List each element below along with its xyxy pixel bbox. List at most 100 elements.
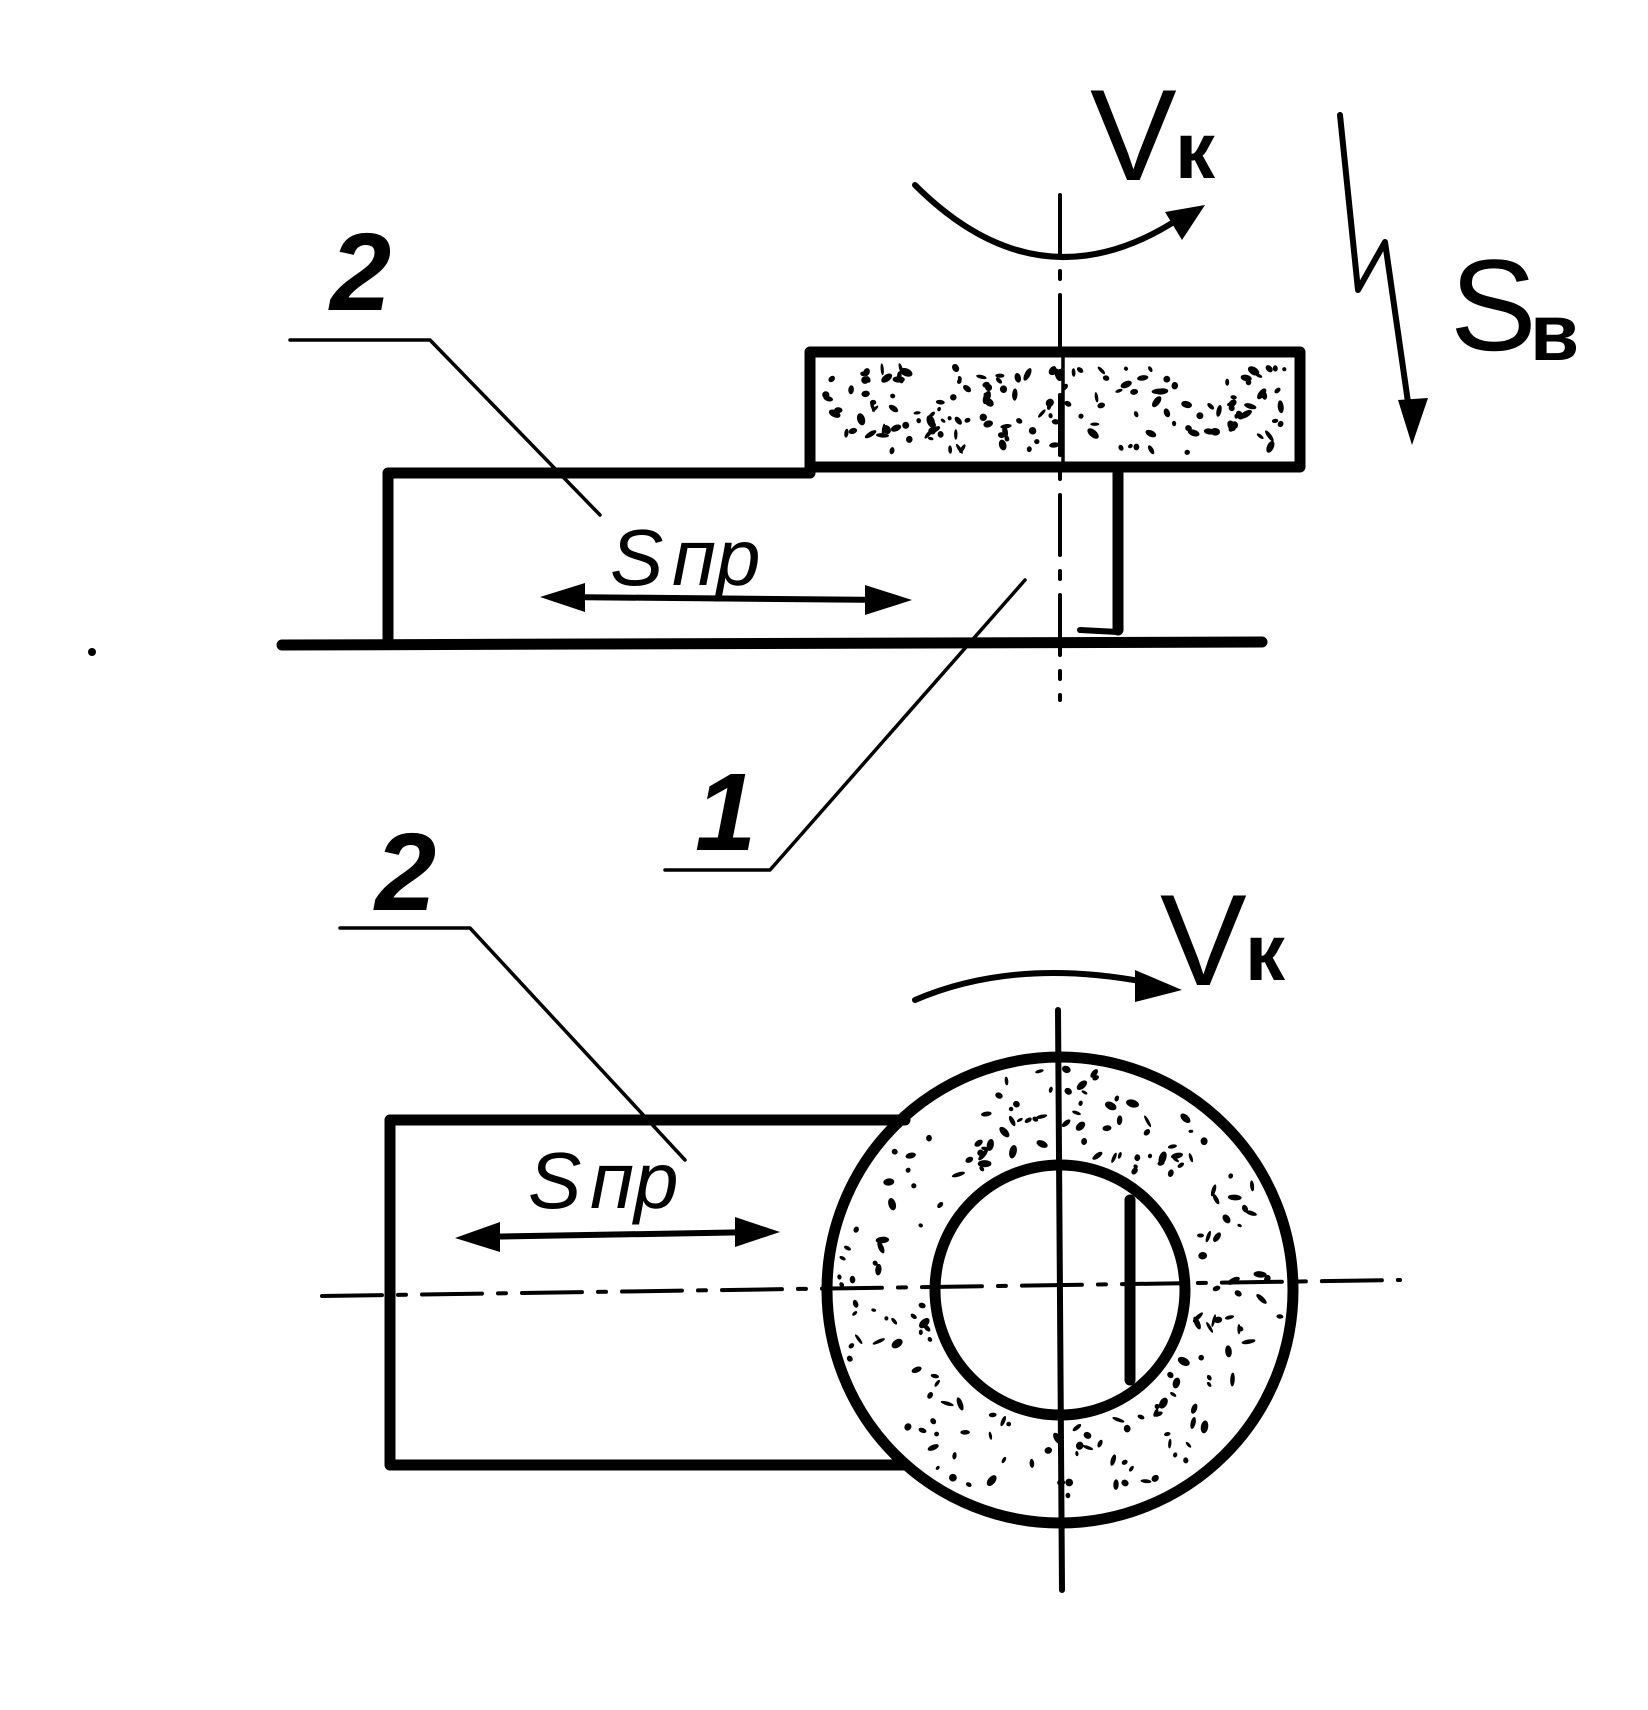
grain-speck [1061,1065,1071,1074]
grain-speck [1035,1069,1044,1074]
grain-speck [853,1226,859,1233]
grain-speck [1090,1069,1099,1078]
stray-dot [88,648,96,656]
grain-speck [926,415,936,428]
top-wheel-grain-texture [822,363,1287,455]
grain-speck [1123,366,1129,371]
grain-speck [1048,366,1057,375]
grain-speck [1227,402,1232,407]
grain-speck [860,371,866,377]
bottom-view: V к 2 S пр [320,811,1402,1593]
grain-speck [1008,1106,1014,1112]
grain-speck [979,1166,985,1172]
grain-speck [1163,375,1171,383]
grain-speck [905,1152,916,1159]
grain-speck [1158,1151,1167,1165]
grain-speck [904,1423,912,1431]
grain-speck [1083,1431,1092,1439]
grain-speck [1227,420,1236,432]
grain-speck [872,1260,878,1266]
grain-speck [934,1431,939,1437]
grain-speck [983,420,993,428]
grain-speck [1016,1117,1023,1123]
grain-speck [965,1156,974,1163]
grain-speck [1230,1372,1235,1387]
grain-speck [864,430,877,439]
grain-speck [937,431,944,438]
grain-speck [918,1427,927,1434]
grain-speck [956,1397,964,1411]
grain-speck [1158,1397,1168,1409]
top-part-2-leader [288,338,602,517]
grain-speck [1168,1438,1172,1449]
grain-speck [1131,1167,1138,1175]
grain-speck [1212,1285,1221,1292]
top-base-line [276,636,1268,651]
grain-speck [848,1343,855,1349]
grain-speck [852,1299,859,1308]
grain-speck [1102,1125,1112,1132]
grain-speck [891,1148,898,1155]
grain-speck [1253,1271,1267,1278]
grain-speck [947,416,952,421]
grain-speck [1190,1417,1196,1429]
grain-speck [1147,445,1155,455]
grain-speck [1028,427,1037,435]
grain-speck [1140,1479,1152,1484]
bottom-longitudinal-feed-symbol: S [528,1136,581,1225]
grain-speck [1265,430,1274,442]
top-longitudinal-feed-symbol: S [610,513,663,602]
grain-speck [1228,1173,1234,1179]
grain-speck [1148,366,1153,372]
grain-speck [1210,1184,1217,1197]
grain-speck [934,1379,940,1387]
grain-speck [1206,1322,1214,1333]
grain-speck [1173,1452,1178,1458]
grain-speck [1167,1371,1174,1379]
grain-speck [1133,411,1139,418]
grain-speck [1183,1457,1189,1464]
grain-speck [844,428,849,438]
grain-speck [982,381,990,388]
grain-speck [1029,1458,1035,1468]
grain-speck [1256,433,1264,440]
grain-speck [1014,372,1022,383]
grain-speck [1206,1381,1212,1387]
grain-speck [1245,1210,1257,1216]
grain-speck [1072,1423,1082,1432]
grain-speck [1277,420,1284,428]
grain-speck [1128,443,1133,449]
grain-speck [871,1308,877,1312]
grain-speck [1072,1110,1081,1116]
grain-speck [916,418,922,424]
grain-speck [981,1146,990,1152]
grain-speck [1065,1478,1074,1487]
grain-speck [1222,1214,1231,1224]
grain-speck [1115,388,1123,393]
grain-speck [1152,396,1162,408]
bottom-longitudinal-feed-arrowhead-left [455,1222,500,1252]
top-feed-symbol: S [1450,232,1537,378]
grain-speck [1171,1152,1183,1159]
grain-speck [1090,422,1100,426]
grain-speck [1177,1356,1190,1366]
grain-speck [1121,1459,1128,1465]
grain-speck [1237,1223,1242,1228]
grain-speck [1151,1474,1159,1482]
grain-speck [1045,398,1054,407]
grain-speck [1075,1451,1079,1457]
grain-speck [890,393,896,399]
grain-speck [984,397,994,407]
grain-speck [1126,1099,1139,1108]
grain-speck [976,374,987,380]
grain-speck [955,443,963,454]
grain-speck [950,394,957,401]
grain-speck [979,413,988,421]
grain-speck [875,1263,882,1276]
grain-speck [1256,1293,1267,1304]
grain-speck [1227,1194,1242,1201]
grain-speck [980,1111,992,1117]
top-part-number-2: 2 [328,211,391,334]
grain-speck [995,1092,1003,1099]
grain-speck [1244,403,1257,410]
